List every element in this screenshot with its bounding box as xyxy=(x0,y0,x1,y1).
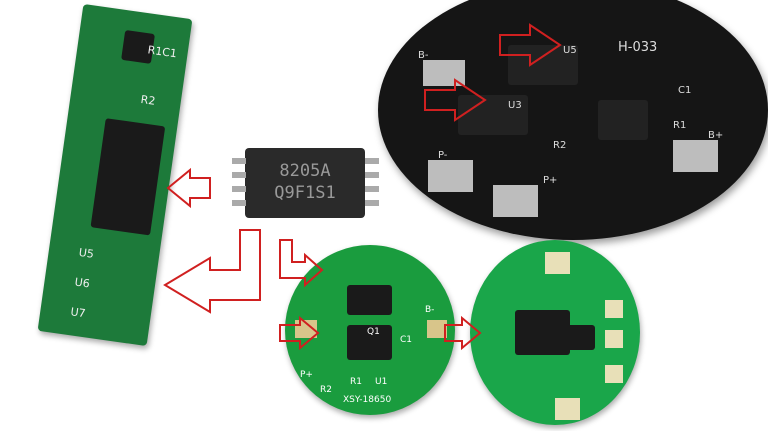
ic-u3 xyxy=(458,95,528,135)
pad xyxy=(605,330,623,348)
pad-b+ xyxy=(673,140,718,172)
marking: C1 xyxy=(678,85,692,96)
chip-pin xyxy=(365,172,379,178)
board-label: H-033 xyxy=(618,40,658,55)
marking: XSY-18650 xyxy=(343,395,392,405)
second-round-green-pcb xyxy=(470,240,640,425)
chip-pin xyxy=(232,186,246,192)
marking: R2 xyxy=(553,140,567,151)
marking: U3 xyxy=(508,100,522,111)
marking: B- xyxy=(418,50,429,61)
chip-pin xyxy=(232,172,246,178)
chip-pin xyxy=(365,158,379,164)
ic xyxy=(565,325,595,350)
marking: P+ xyxy=(543,175,558,186)
arrow-l-shaped-to-strip xyxy=(163,229,261,314)
chip-pin xyxy=(232,200,246,206)
arrow-to-green-ic xyxy=(279,315,320,351)
pad-p+ xyxy=(493,185,538,217)
marking: B- xyxy=(425,305,435,315)
marking: R1 xyxy=(350,377,362,387)
marking: B+ xyxy=(708,130,724,141)
arrow-to-green-board xyxy=(279,239,324,288)
ic xyxy=(598,100,648,140)
marking: C1 xyxy=(400,335,413,345)
chip-line-1: 8205A xyxy=(279,161,331,181)
8205a-chip: 8205A Q9F1S1 xyxy=(245,148,365,218)
arrow-left-to-strip xyxy=(166,167,211,209)
pad xyxy=(427,320,447,338)
marking: P- xyxy=(438,150,448,161)
black-round-pcb: H-033 U5 U3 C1 R1 R2 B+ P- P+ B- xyxy=(378,0,768,240)
marking: U5 xyxy=(563,45,577,56)
pad xyxy=(605,365,623,383)
arrow-to-u3 xyxy=(424,78,487,122)
chip-pin xyxy=(365,200,379,206)
ic-u5 xyxy=(508,45,578,85)
marking: U1 xyxy=(375,377,388,387)
marking: Q1 xyxy=(367,327,380,337)
arrow-to-u5 xyxy=(499,23,562,67)
marking: R2 xyxy=(320,385,332,395)
chip-pin xyxy=(365,186,379,192)
chip-line-2: Q9F1S1 xyxy=(274,183,336,203)
ic xyxy=(515,310,570,355)
pad xyxy=(555,398,580,420)
pad-p- xyxy=(428,160,473,192)
chip-pin xyxy=(232,158,246,164)
ic xyxy=(347,285,392,315)
arrow-between-boards xyxy=(444,315,482,351)
ic xyxy=(347,325,392,360)
marking: P+ xyxy=(300,370,313,380)
pad xyxy=(545,252,570,274)
pad xyxy=(605,300,623,318)
marking: R1 xyxy=(673,120,687,131)
